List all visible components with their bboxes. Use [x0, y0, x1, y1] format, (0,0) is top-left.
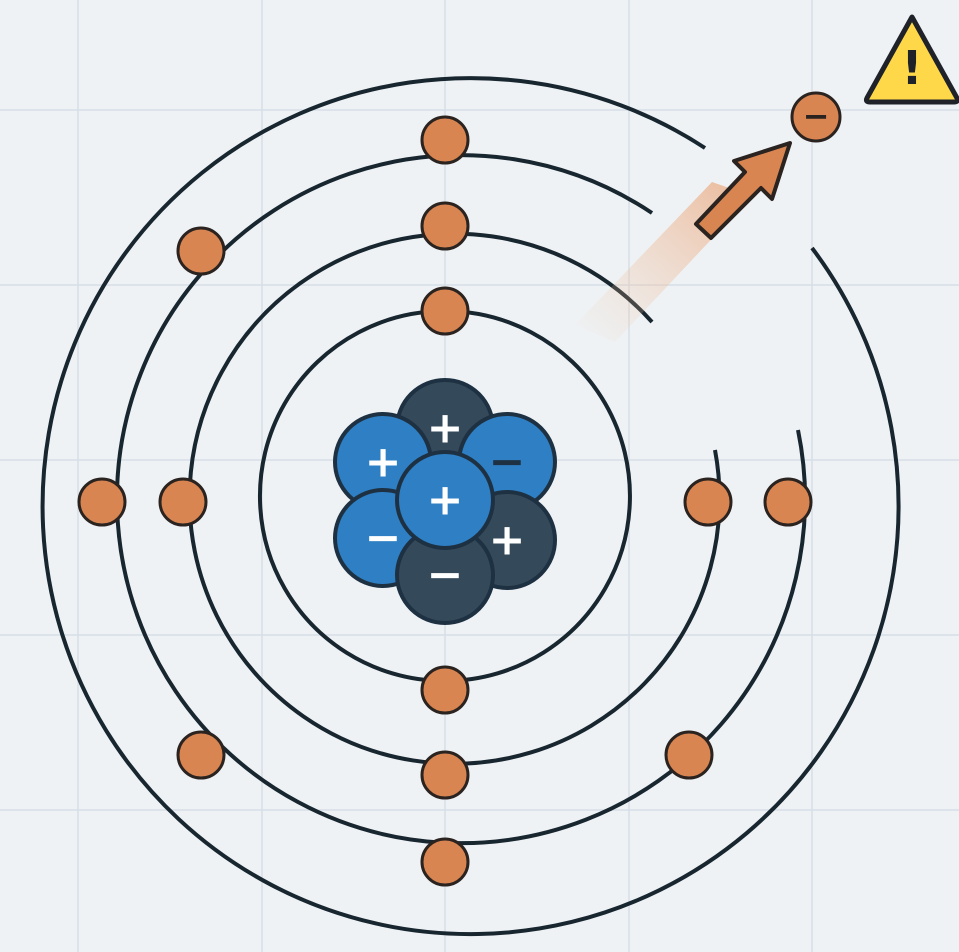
electron — [422, 752, 468, 798]
nucleus-particle: + — [397, 452, 493, 548]
charge-sign: + — [427, 475, 464, 526]
charge-sign: − — [427, 550, 464, 601]
electron — [422, 839, 468, 885]
electron — [765, 479, 811, 525]
charge-sign: + — [489, 515, 526, 566]
charge-sign: − — [803, 97, 830, 135]
electron — [422, 667, 468, 713]
electron — [422, 117, 468, 163]
charge-sign: − — [365, 513, 402, 564]
charge-sign: + — [427, 403, 464, 454]
ejected-electron: − — [792, 93, 840, 141]
electron — [79, 479, 125, 525]
warning-symbol: ! — [902, 41, 923, 95]
charge-sign: − — [489, 437, 526, 488]
charge-sign: + — [365, 437, 402, 488]
electron — [685, 479, 731, 525]
electron — [666, 732, 712, 778]
electron — [422, 203, 468, 249]
electron — [178, 732, 224, 778]
electron — [178, 228, 224, 274]
electron — [160, 479, 206, 525]
electron — [422, 288, 468, 334]
